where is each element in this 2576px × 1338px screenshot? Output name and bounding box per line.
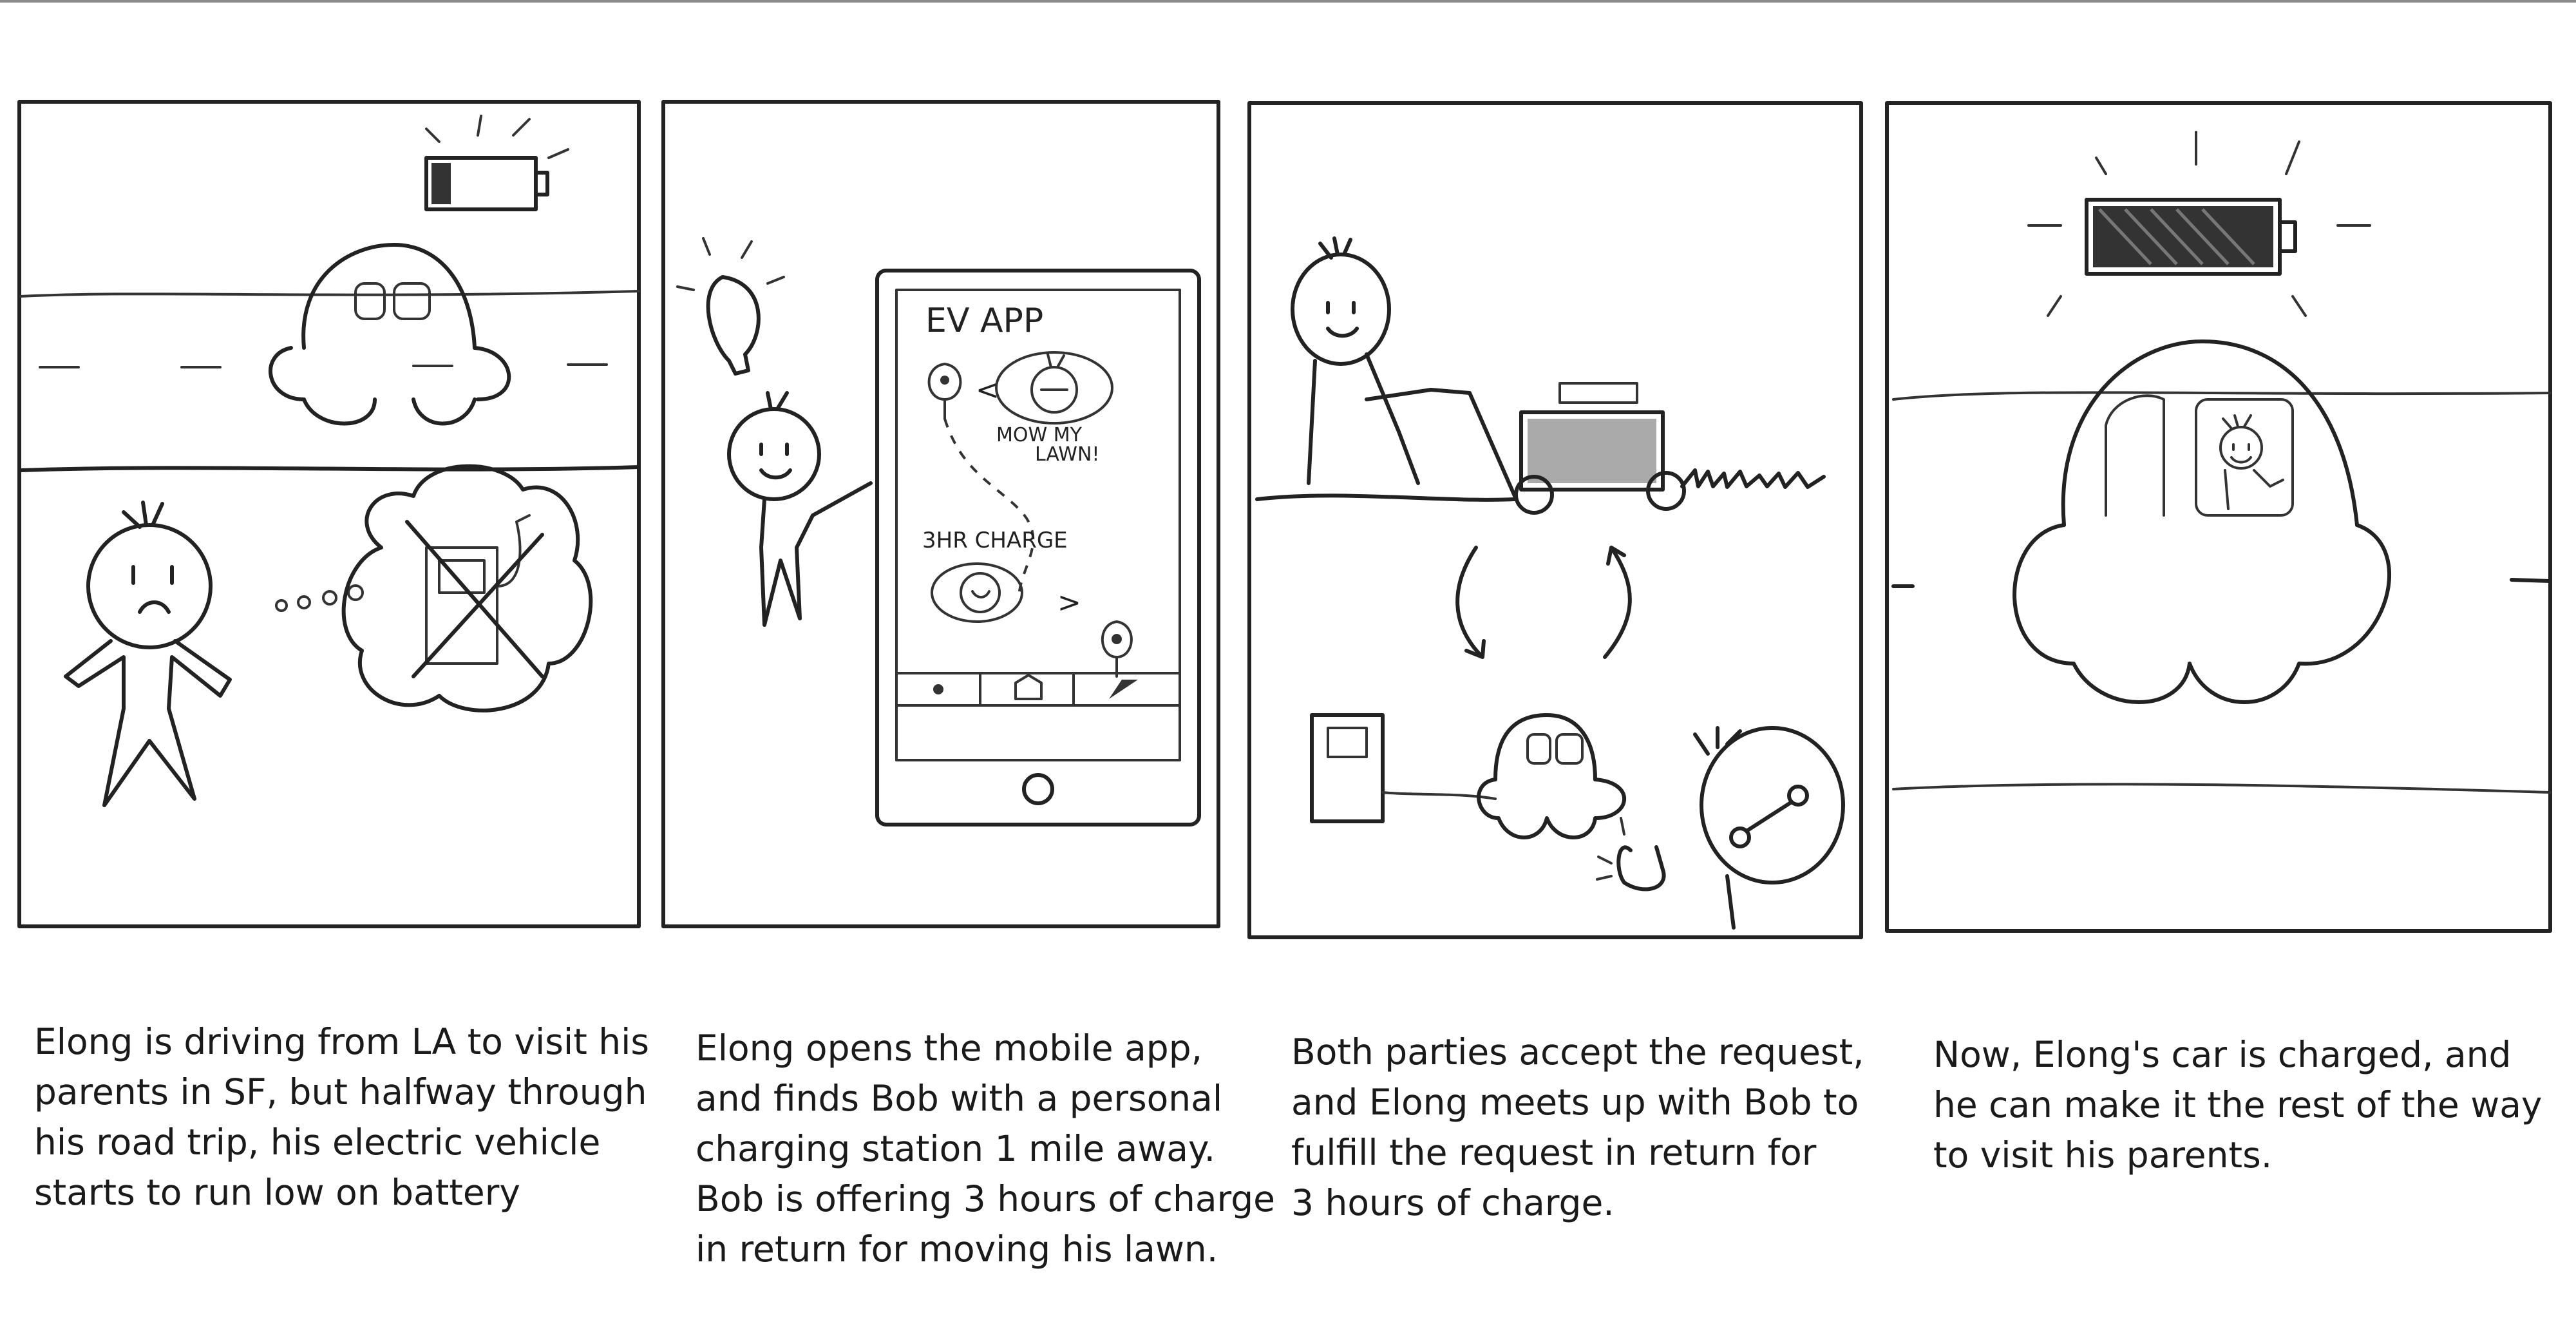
map-pin-icon (927, 363, 962, 420)
request-text-2: LAWN! (1035, 443, 1099, 466)
caption-line: Now, Elong's car is charged, and (1933, 1034, 2512, 1075)
panel-frame (661, 100, 1220, 928)
caption-line: starts to run low on battery (34, 1172, 520, 1213)
full-battery-icon (2027, 131, 2371, 317)
storyboard-panel-4 (1880, 97, 2563, 941)
caption-panel-2: Elong opens the mobile app, and finds Bo… (696, 1023, 1275, 1274)
lawn-mower-drawing (1429, 382, 1686, 515)
caption-line: charging station 1 mile away. (696, 1128, 1216, 1169)
home-icon (1014, 674, 1043, 700)
offer-avatar-drawing (931, 562, 1023, 623)
app-title-text: EV APP (925, 301, 1043, 340)
route-dashed-line (943, 418, 1035, 600)
charging-station-crossed-icon (405, 514, 544, 678)
app-nav-bar (895, 672, 1181, 707)
road-line (1892, 391, 2552, 401)
horizon-line (19, 465, 641, 472)
grass-line (1255, 468, 1826, 502)
caption-line: Elong opens the mobile app, (696, 1027, 1203, 1069)
panel-frame (1247, 101, 1863, 939)
storyboard-panel-2: EV APP < MOW MY LAWN! 3HR CHARGE > (658, 97, 1225, 934)
happy-person-drawing (727, 391, 873, 627)
caption-line: 3 hours of charge. (1291, 1182, 1615, 1223)
storyboard-panel-1 (14, 97, 645, 934)
low-battery-icon (424, 115, 569, 211)
panel-frame (1885, 101, 2552, 933)
storyboard-panel-3 (1244, 97, 1869, 947)
thumbs-up-person-drawing (1596, 726, 1845, 930)
car-drawing (1477, 713, 1626, 839)
happy-driver-drawing (2219, 414, 2284, 510)
caption-panel-3: Both parties accept the request, and Elo… (1291, 1027, 1903, 1228)
road-dashes (1891, 578, 2552, 588)
caption-line: Bob is offering 3 hours of charge (696, 1178, 1276, 1219)
caption-line: parents in SF, but halfway through (34, 1071, 647, 1113)
sad-person-drawing (64, 501, 232, 807)
car-drawing (2012, 339, 2391, 704)
road-line (1892, 783, 2552, 794)
caption-panel-4: Now, Elong's car is charged, and he can … (1933, 1029, 2564, 1180)
caption-line: and finds Bob with a personal (696, 1078, 1223, 1119)
down-arrow-icon (1455, 546, 1486, 659)
car-drawing (269, 243, 511, 426)
lightbulb-icon (676, 237, 785, 376)
charging-station-drawing (1310, 713, 1497, 823)
road-dashes (39, 363, 608, 368)
road-line (19, 290, 640, 298)
caption-panel-1: Elong is driving from LA to visit his pa… (34, 1017, 650, 1218)
caption-line: he can make it the rest of the way (1933, 1084, 2543, 1125)
request-avatar-drawing (995, 351, 1113, 425)
caption-line: in return for moving his lawn. (696, 1228, 1218, 1270)
mowing-person-drawing (1291, 236, 1433, 485)
caption-line: to visit his parents. (1933, 1134, 2273, 1176)
top-rule (0, 0, 2576, 3)
thought-bubble (275, 464, 593, 712)
map-pin-icon (1101, 620, 1133, 678)
panel-frame (17, 100, 641, 928)
forward-icon (1109, 680, 1138, 699)
phone-drawing: EV APP < MOW MY LAWN! 3HR CHARGE > (875, 269, 1201, 827)
offer-text: 3HR CHARGE (922, 528, 1068, 553)
svg-text:>: > (1057, 586, 1081, 619)
caption-line: Both parties accept the request, (1291, 1031, 1864, 1073)
nav-dot-icon (933, 684, 943, 694)
caption-line: fulfill the request in return for (1291, 1132, 1817, 1173)
request-text: MOW MY (996, 424, 1083, 446)
caption-line: Elong is driving from LA to visit his (34, 1021, 650, 1062)
caption-line: and Elong meets up with Bob to (1291, 1082, 1859, 1123)
up-arrow-icon (1603, 546, 1632, 659)
caption-line: his road trip, his electric vehicle (34, 1122, 601, 1163)
